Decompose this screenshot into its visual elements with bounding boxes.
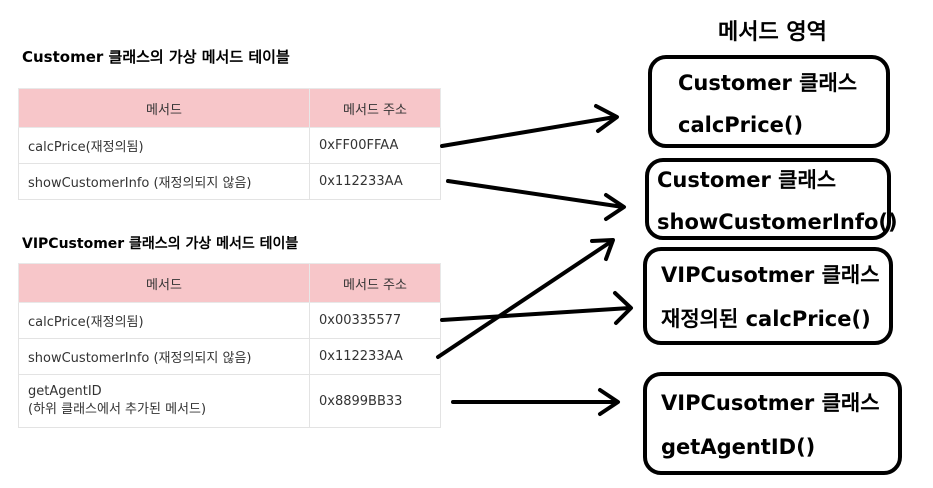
table-row: showCustomerInfo (재정의되지 않음) 0x112233AA [18, 163, 441, 200]
address-cell: 0x112233AA [309, 338, 441, 375]
box-method-label: calcPrice() [678, 113, 804, 137]
arrow-vip-calcprice [440, 291, 633, 325]
box-method-label: 재정의된 calcPrice() [661, 307, 871, 331]
table-header-row: 메서드 메서드 주소 [18, 263, 441, 303]
method-note: (하위 클래스에서 추가된 메서드) [28, 402, 207, 417]
customer-vtable: 메서드 메서드 주소 calcPrice(재정의됨) 0xFF00FFAA sh… [18, 88, 441, 200]
method-box-customer-calcprice: Customer 클래스 calcPrice() [648, 55, 890, 148]
address-column-header: 메서드 주소 [309, 88, 441, 128]
vip-table-title: VIPCustomer 클래스의 가상 메서드 테이블 [22, 236, 299, 252]
method-box-vip-calcprice: VIPCusotmer 클래스 재정의된 calcPrice() [643, 247, 893, 345]
method-column-header: 메서드 [18, 88, 310, 128]
arrow-vip-getagentid [451, 388, 620, 416]
method-cell: getAgentID (하위 클래스에서 추가된 메서드) [18, 374, 310, 428]
arrow-customer-calcprice [440, 104, 619, 148]
customer-table-title: Customer 클래스의 가상 메서드 테이블 [22, 48, 290, 66]
arrow-customer-showcustomerinfo [446, 179, 626, 221]
address-cell: 0x112233AA [309, 163, 441, 200]
table-row: calcPrice(재정의됨) 0xFF00FFAA [18, 127, 441, 164]
method-box-vip-getagentid: VIPCusotmer 클래스 getAgentID() [643, 372, 902, 475]
address-column-header: 메서드 주소 [309, 263, 441, 303]
method-name: getAgentID [28, 384, 102, 399]
box-class-label: Customer 클래스 [657, 168, 837, 192]
box-method-label: showCustomerInfo() [657, 210, 898, 234]
vip-vtable: 메서드 메서드 주소 calcPrice(재정의됨) 0x00335577 sh… [18, 263, 441, 428]
address-cell: 0x8899BB33 [309, 374, 441, 428]
box-method-label: getAgentID() [661, 435, 816, 459]
method-area-title: 메서드 영역 [718, 20, 827, 45]
method-cell: showCustomerInfo (재정의되지 않음) [18, 338, 310, 375]
address-cell: 0xFF00FFAA [309, 127, 441, 164]
table-header-row: 메서드 메서드 주소 [18, 88, 441, 128]
method-cell: calcPrice(재정의됨) [18, 127, 310, 164]
box-class-label: VIPCusotmer 클래스 [661, 263, 880, 287]
box-class-label: Customer 클래스 [678, 71, 858, 95]
method-box-customer-showcustomerinfo: Customer 클래스 showCustomerInfo() [645, 158, 898, 240]
table-row: showCustomerInfo (재정의되지 않음) 0x112233AA [18, 338, 441, 375]
method-cell: showCustomerInfo (재정의되지 않음) [18, 163, 310, 200]
method-column-header: 메서드 [18, 263, 310, 303]
arrow-vip-showcustomerinfo [436, 238, 615, 359]
table-row: getAgentID (하위 클래스에서 추가된 메서드) 0x8899BB33 [18, 374, 441, 428]
box-class-label: VIPCusotmer 클래스 [661, 391, 880, 415]
